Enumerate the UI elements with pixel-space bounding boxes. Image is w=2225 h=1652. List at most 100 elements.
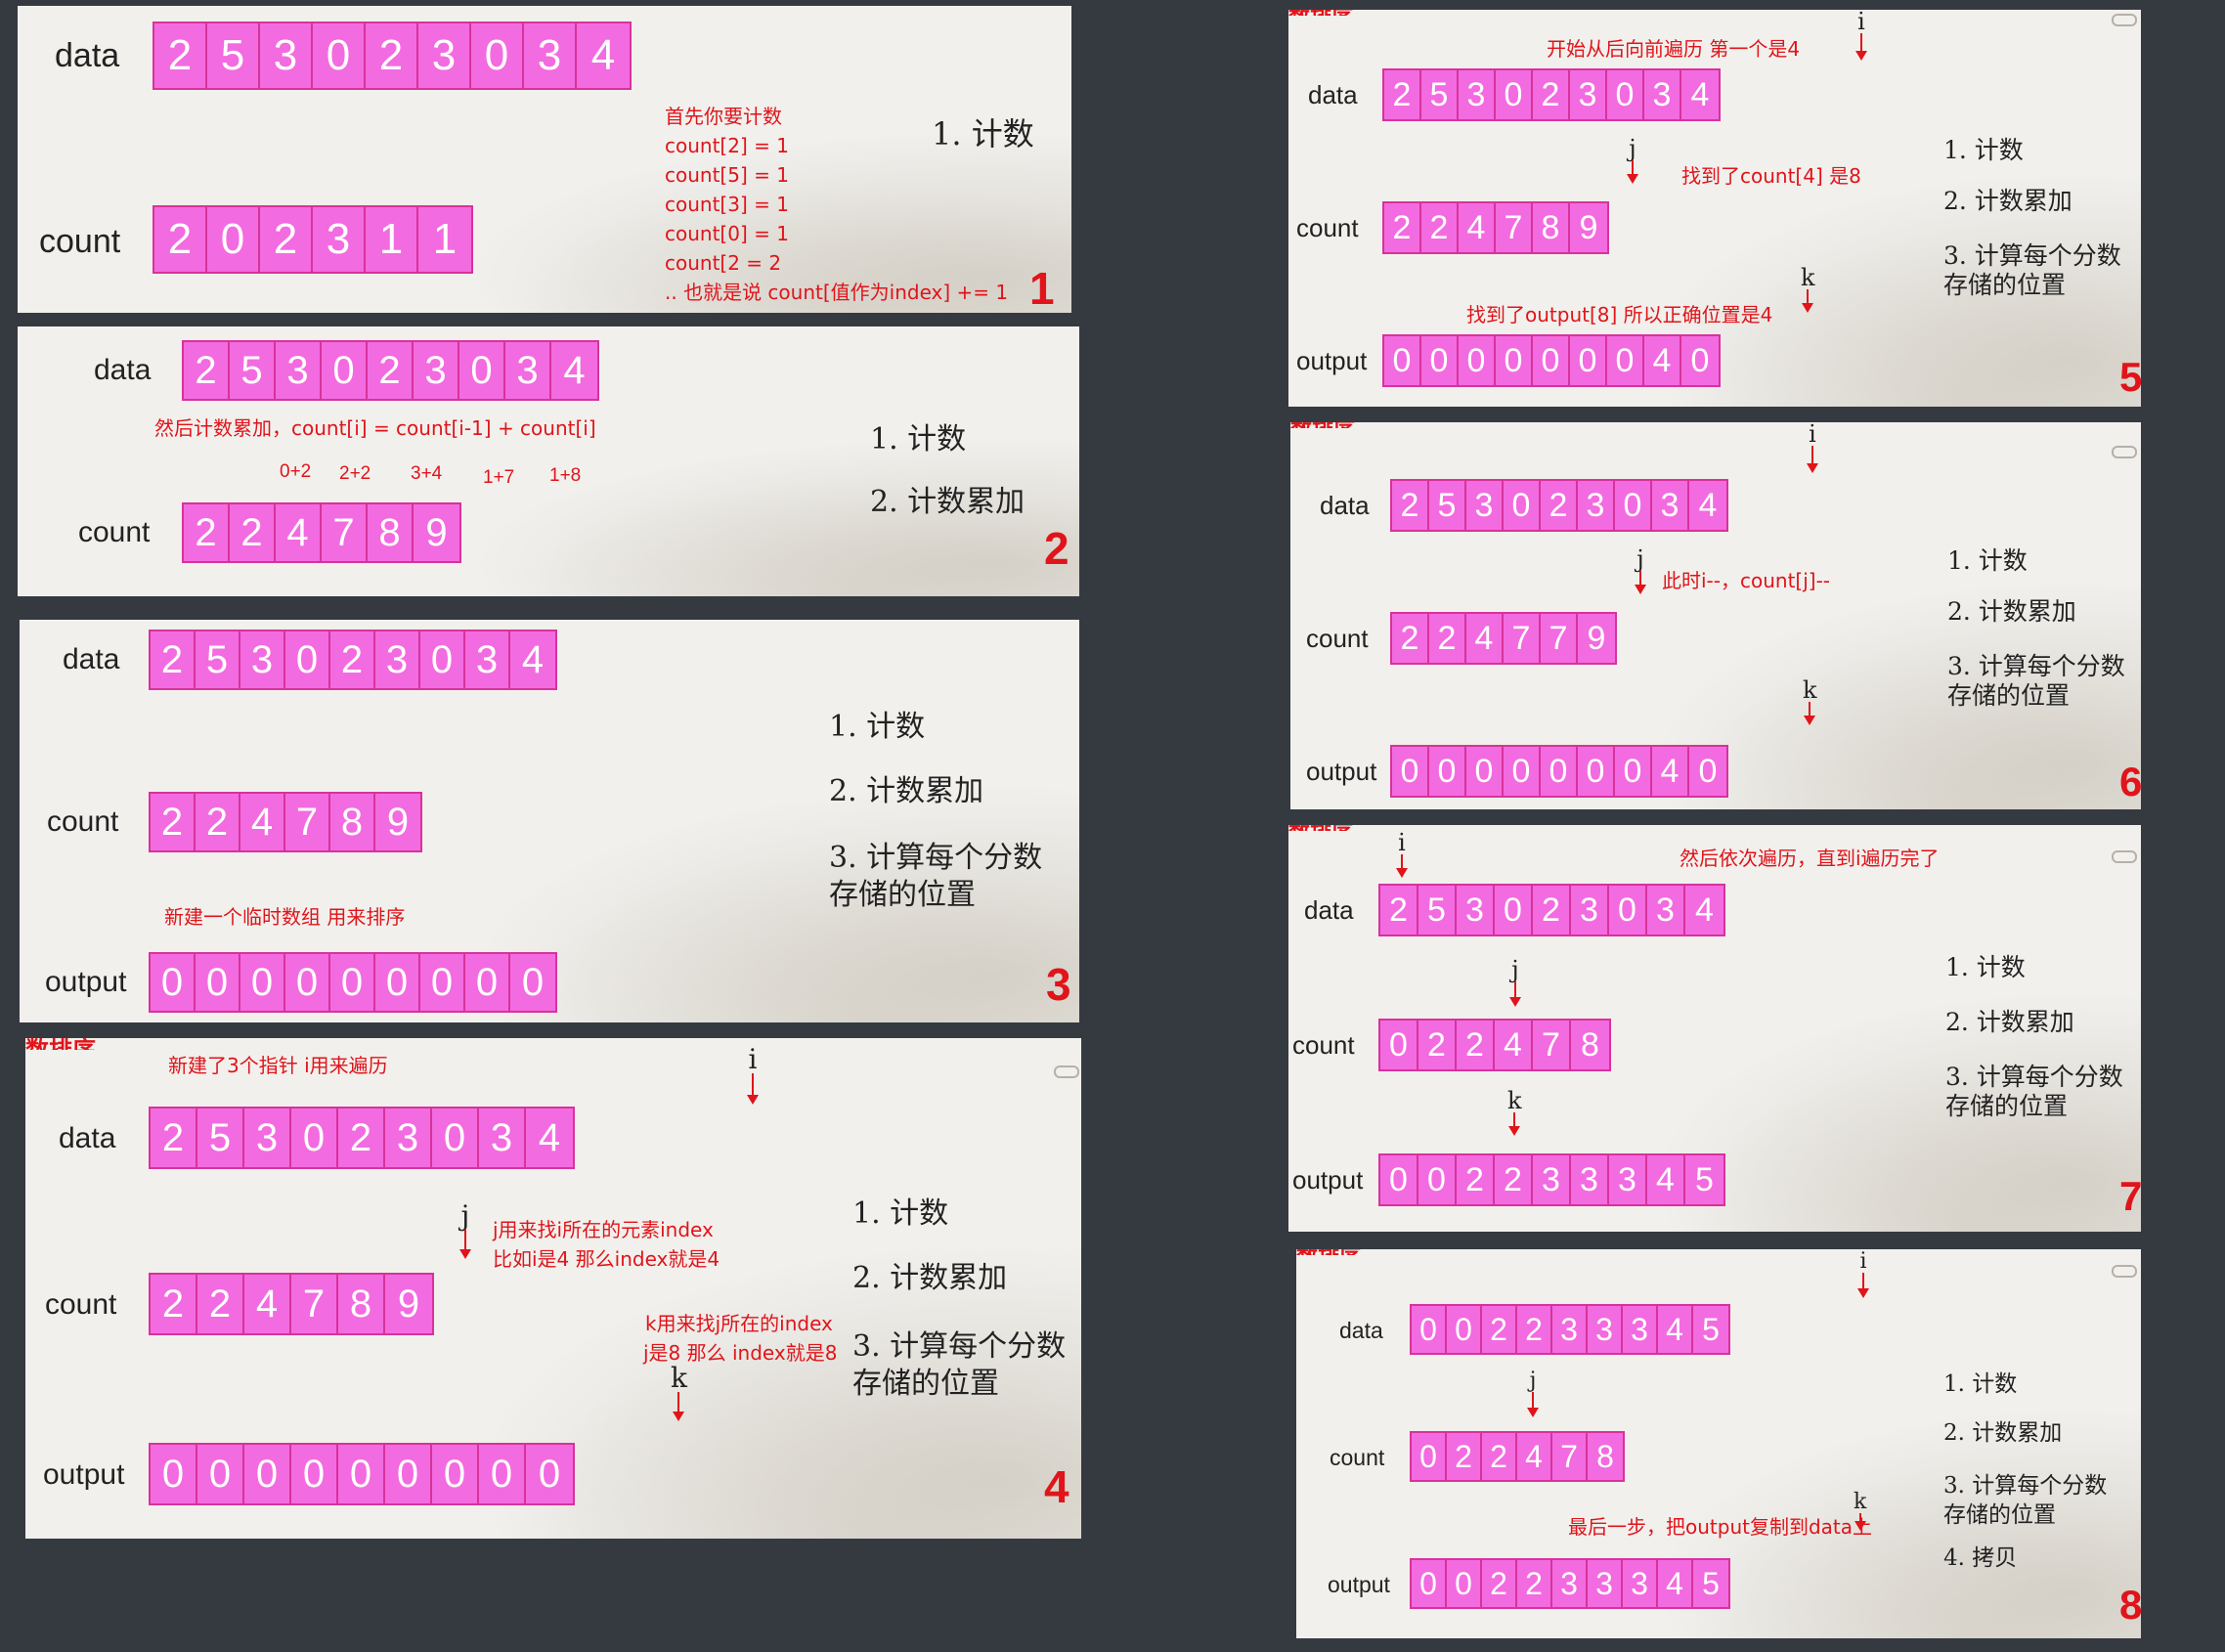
found-count-note: 找到了count[4] 是8: [1681, 164, 1861, 188]
output-label: output: [45, 966, 127, 998]
array-cell: 9: [425, 510, 448, 554]
note-line: count[0] = 1: [665, 222, 789, 245]
step-count: 1. 计数: [852, 1196, 949, 1231]
step-copy: 4. 拷贝: [1943, 1545, 2018, 1571]
array-cell: 0: [375, 954, 420, 1011]
array-cell: 3: [244, 1109, 291, 1167]
count-label: count: [39, 223, 121, 260]
array-cell: 4: [1658, 1560, 1693, 1607]
array-cell: 4: [590, 31, 616, 79]
array-cell: 0: [1698, 752, 1718, 790]
array-cell: 0: [1504, 747, 1541, 796]
array-cell: 0: [1466, 747, 1504, 796]
pointer-j: j: [1509, 958, 1521, 1007]
step-position-2: 存储的位置: [852, 1367, 999, 1401]
array-cell: 2: [154, 23, 207, 88]
array-cell: 3: [1570, 70, 1607, 119]
array-cell: 2: [260, 207, 313, 272]
sum-label: 2+2: [339, 463, 371, 484]
array-cell: 4: [563, 348, 586, 392]
header-fragment: 数排序: [1288, 10, 1353, 16]
array-cell: 7: [291, 1275, 338, 1333]
array-cell: 1: [432, 215, 458, 263]
pointer-i: i: [1807, 422, 1818, 473]
array-cell: 0: [1570, 336, 1607, 385]
array-cell: 9: [1579, 208, 1598, 246]
array-cell: 0: [1607, 70, 1644, 119]
array-cell: 0: [151, 954, 196, 1011]
panel-number: 6: [2119, 759, 2141, 804]
array-cell: 2: [154, 207, 207, 272]
array-cell: 0: [207, 207, 260, 272]
array-cell: 0: [1447, 1560, 1482, 1607]
array-cell: 0: [1615, 481, 1652, 530]
array-cell: 0: [1412, 1433, 1447, 1480]
array-cell: 3: [1571, 1155, 1609, 1204]
data-label: data: [55, 37, 120, 74]
array-cell: 8: [338, 1275, 385, 1333]
count-label: count: [1296, 213, 1359, 242]
array-cell: 4: [1644, 336, 1681, 385]
step-count: 1. 计数: [829, 710, 926, 744]
pointer-k: k: [1801, 266, 1815, 313]
output-label: output: [1296, 346, 1368, 375]
step-position-2: 存储的位置: [829, 878, 976, 912]
sum-label: 3+4: [411, 463, 443, 484]
array-cell: 0: [291, 1109, 338, 1167]
array-cell: 3: [1623, 1560, 1658, 1607]
pointer-k: k: [671, 1365, 687, 1421]
pointer-j: j: [1527, 1370, 1539, 1417]
corner-ornament: [2112, 446, 2137, 458]
header-fragment: 数排序: [1296, 1249, 1361, 1255]
array-cell: 3: [1466, 481, 1504, 530]
array-cell: 2: [1517, 1560, 1552, 1607]
array-cell: 2: [1457, 1155, 1495, 1204]
array-cell: 0: [521, 960, 545, 1004]
counting-notes: 首先你要计数 count[2] = 1 count[5] = 1 count[3…: [665, 102, 1008, 307]
array-cell: 3: [479, 1109, 526, 1167]
array-cell: 5: [207, 23, 260, 88]
array-cell: 0: [1690, 341, 1710, 379]
array-cell: 0: [1609, 886, 1647, 935]
array-cell: 3: [1457, 886, 1495, 935]
pointer-k: k: [1854, 1492, 1866, 1531]
loop-note: 然后依次遍历，直到i遍历完了: [1680, 847, 1940, 870]
array-cell: 7: [285, 794, 330, 850]
array-cell: 0: [244, 1445, 291, 1503]
array-cell: 3: [1571, 886, 1609, 935]
header-fragment: 数排序: [1288, 825, 1353, 831]
array-cell: 0: [285, 954, 330, 1011]
step-position-2: 存储的位置: [1943, 271, 2067, 299]
array-cell: 0: [1533, 336, 1570, 385]
array-cell: 3: [414, 342, 459, 399]
step-position: 3. 计算每个分数: [1943, 241, 2121, 270]
array-cell: 3: [375, 631, 420, 688]
array-cell: 0: [1496, 70, 1533, 119]
array-cell: 0: [459, 342, 505, 399]
pointer-k: k: [1507, 1089, 1522, 1136]
array-cell: 4: [1698, 486, 1718, 524]
array-cell: 5: [1421, 70, 1459, 119]
corner-ornament: [2112, 850, 2137, 863]
array-cell: 2: [1384, 203, 1421, 252]
array-cell: 3: [1609, 1155, 1647, 1204]
count-label: count: [1306, 624, 1369, 653]
array-cell: 2: [151, 794, 196, 850]
array-cell: 0: [1418, 1155, 1457, 1204]
array-cell: 7: [322, 504, 368, 561]
array-cell: 4: [521, 637, 545, 681]
array-cell: 5: [1429, 481, 1466, 530]
array-cell: 2: [1533, 886, 1571, 935]
array-cell: 0: [1541, 747, 1578, 796]
array-cell: 0: [313, 23, 366, 88]
array-cell: 2: [1482, 1560, 1517, 1607]
array-cell: 0: [471, 23, 524, 88]
array-cell: 0: [465, 954, 510, 1011]
